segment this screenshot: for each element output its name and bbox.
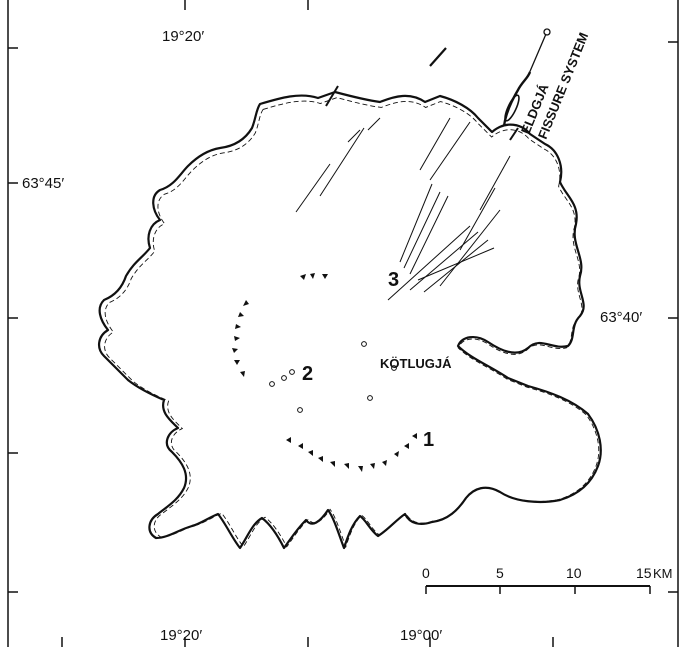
scale-tick-10: 10 — [566, 565, 582, 581]
scale-bar: 0 5 10 15 KM — [422, 565, 673, 594]
coord-left-lat: 63°45′ — [22, 175, 64, 192]
label-caldera-2: 2 — [302, 363, 313, 385]
scale-tick-0: 0 — [422, 565, 430, 581]
coord-bottom-left-lon: 19°20′ — [160, 627, 202, 644]
vent-markers — [269, 341, 397, 413]
map-frame — [7, 0, 679, 647]
coord-right-lat: 63°40′ — [600, 309, 642, 326]
map-labels: 19°20′ 63°45′ 63°40′ 19°20′ 19°00′ ELDGJ… — [22, 28, 642, 644]
scale-tick-15: 15 — [636, 565, 652, 581]
label-fissure-3: 3 — [388, 269, 399, 291]
eldgja-fissure — [325, 28, 551, 141]
label-kotlugja: KÖTLUGJÁ — [380, 356, 452, 371]
fissure-lines — [295, 117, 511, 301]
coord-bottom-mid-lon: 19°00′ — [400, 627, 442, 644]
coord-top-lon: 19°20′ — [162, 28, 204, 45]
glacier-outline — [98, 90, 602, 550]
scale-tick-5: 5 — [496, 565, 504, 581]
caldera-rim-markers — [232, 273, 417, 472]
label-caldera-1: 1 — [423, 429, 434, 451]
scale-unit: KM — [653, 566, 673, 581]
